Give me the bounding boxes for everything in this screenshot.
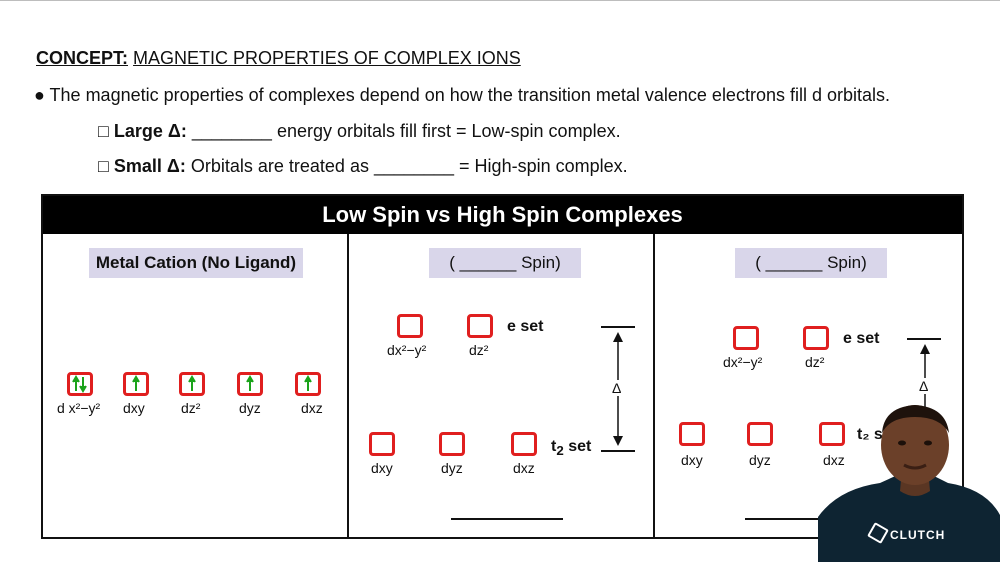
orbital-label: dz² <box>805 354 825 370</box>
large-delta-label: Large Δ: <box>113 121 187 141</box>
checkbox-icon: □ <box>98 156 109 176</box>
panel-title: Low Spin vs High Spin Complexes <box>43 196 962 234</box>
orbital-box <box>237 372 263 396</box>
energy-level-line <box>601 450 635 452</box>
logo-text: CLUTCH <box>890 528 946 542</box>
comparison-panel: Low Spin vs High Spin Complexes Metal Ca… <box>41 194 964 539</box>
concept-title: MAGNETIC PROPERTIES OF COMPLEX IONS <box>133 48 521 68</box>
bullet-text: ● The magnetic properties of complexes d… <box>34 85 891 105</box>
orbital-box <box>679 422 705 446</box>
delta-label: Δ <box>612 380 622 396</box>
small-delta-label: Small Δ: <box>113 156 186 176</box>
small-delta-text: Orbitals are treated as ________ = High-… <box>190 156 628 176</box>
energy-level-line <box>601 326 635 328</box>
concept-label: CONCEPT: <box>36 48 129 68</box>
spin-tag-left: ( ______ Spin) <box>429 248 581 278</box>
orbital-label: dx²−y² <box>387 342 427 358</box>
orbital-label: dyz <box>441 460 463 476</box>
e-set-label: e set <box>843 330 880 347</box>
spin-up-arrow-icon <box>188 375 196 391</box>
orbital-label: dxy <box>681 452 703 468</box>
column-divider <box>347 234 349 539</box>
large-delta-item: □ Large Δ: ________ energy orbitals fill… <box>98 120 621 142</box>
orbital-box <box>747 422 773 446</box>
orbital-label: dz² <box>181 400 201 416</box>
t2-set-label: t2 set <box>551 438 592 459</box>
spin-up-arrow-icon <box>132 375 140 391</box>
small-delta-item: □ Small Δ: Orbitals are treated as _____… <box>98 155 628 177</box>
orbital-label: dyz <box>239 400 261 416</box>
delta-label: Δ <box>919 378 929 394</box>
orbital-box <box>819 422 845 446</box>
e-set-label: e set <box>507 318 544 335</box>
orbital-box <box>803 326 829 350</box>
hexagon-icon <box>867 522 889 544</box>
metal-cation-tag: Metal Cation (No Ligand) <box>89 248 303 278</box>
orbital-label: dyz <box>749 452 771 468</box>
orbital-box <box>179 372 205 396</box>
presenter-figure <box>818 405 1000 562</box>
clutch-logo: CLUTCH <box>867 522 972 545</box>
orbital-box <box>369 432 395 456</box>
orbital-label: d x²−y² <box>57 400 101 416</box>
orbital-box <box>439 432 465 456</box>
spin-tag-right: ( ______ Spin) <box>735 248 887 278</box>
orbital-label: dxz <box>513 460 535 476</box>
answer-blank-line <box>451 518 563 520</box>
orbital-box <box>467 314 493 338</box>
spin-up-arrow-icon <box>304 375 312 391</box>
t2-set-label-partial: t₂ s <box>857 426 883 443</box>
spin-pair-arrows-icon <box>72 375 87 393</box>
top-rule <box>0 0 1000 1</box>
orbital-label: dxy <box>371 460 393 476</box>
orbital-label: dx²−y² <box>723 354 763 370</box>
orbital-box <box>295 372 321 396</box>
answer-blank-line <box>745 518 825 520</box>
orbital-box <box>511 432 537 456</box>
orbital-label: dxy <box>123 400 145 416</box>
concept-heading: CONCEPT: MAGNETIC PROPERTIES OF COMPLEX … <box>36 47 521 69</box>
spin-up-arrow-icon <box>246 375 254 391</box>
column-divider <box>653 234 655 539</box>
presenter-video <box>818 405 1000 562</box>
orbital-box <box>733 326 759 350</box>
orbital-box <box>123 372 149 396</box>
orbital-box <box>67 372 93 396</box>
orbital-box <box>397 314 423 338</box>
orbital-label: dxz <box>301 400 323 416</box>
orbital-label: dxz <box>823 452 845 468</box>
checkbox-icon: □ <box>98 121 109 141</box>
large-delta-text: ________ energy orbitals fill first = Lo… <box>191 121 621 141</box>
energy-level-line <box>907 338 941 340</box>
orbital-label: dz² <box>469 342 489 358</box>
